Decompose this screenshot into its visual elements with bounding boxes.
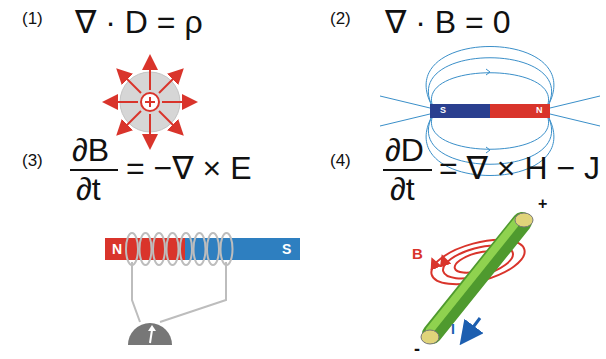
wire-field-illustration [421,213,533,344]
coil-winding [126,233,138,265]
coil-winding [167,233,179,265]
induction-illustration [105,233,300,345]
coil-winding [207,233,219,265]
field-label: B [412,246,423,261]
equation-number: (1) [22,10,43,27]
pole-label: N [112,242,122,256]
coil-winding [153,233,165,265]
fraction-bar [70,169,118,171]
charge-illustration [106,58,194,146]
coil-winding [194,233,206,265]
equation: = −∇ × E [126,152,251,184]
terminal-sign: - [414,340,420,358]
numerator: ∂B [72,134,109,166]
terminal-sign: + [538,196,547,212]
equation-number: (4) [330,152,351,169]
coil-winding [140,233,152,265]
equation: = ∇ × H − J [439,152,600,184]
equation: ∇ · D = ρ [75,6,203,38]
equation-number: (3) [22,152,43,169]
coil-winding [221,233,233,265]
pole-label: S [282,242,291,256]
coil-winding [180,233,192,265]
equation: ∇ · B = 0 [385,6,510,38]
denominator: ∂t [390,173,415,205]
current-label: I [451,322,455,336]
fraction-bar [383,169,432,171]
numerator: ∂D [385,134,424,166]
pole-label: S [440,106,446,115]
pole-label: N [536,106,543,115]
denominator: ∂t [76,173,101,205]
equation-number: (2) [330,10,351,27]
